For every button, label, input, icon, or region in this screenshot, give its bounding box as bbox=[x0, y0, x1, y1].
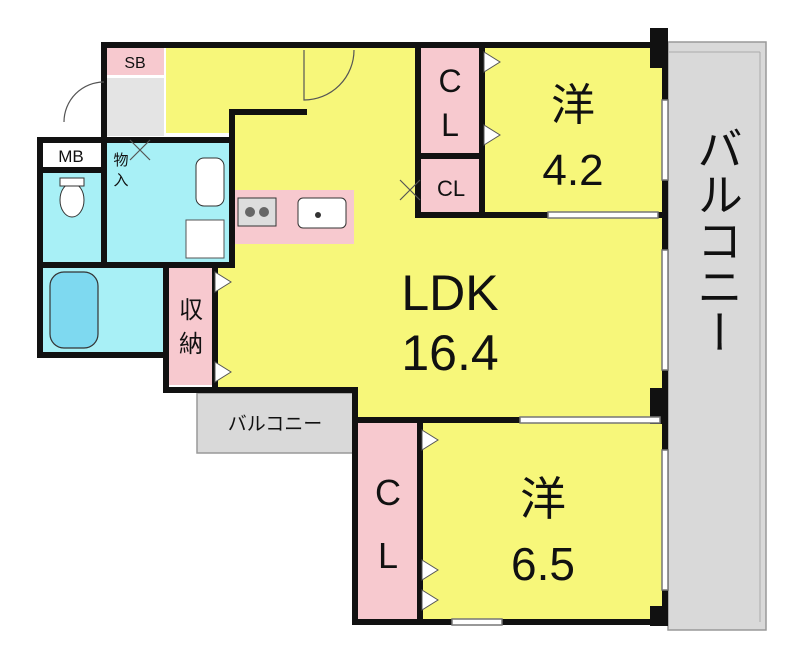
balcony-east bbox=[667, 41, 767, 631]
washer bbox=[185, 219, 225, 259]
closet-top bbox=[420, 48, 482, 155]
label-balcony-small: バルコニー bbox=[228, 414, 323, 435]
closet-doors bbox=[214, 51, 501, 611]
label-cl-top-l: L bbox=[441, 107, 459, 143]
shoe-box bbox=[106, 45, 164, 75]
ldk-room bbox=[215, 45, 665, 420]
door-swings bbox=[63, 49, 421, 201]
label-western-south-name: 洋 bbox=[520, 473, 566, 525]
label-western-north-name: 洋 bbox=[551, 81, 595, 130]
closet-south bbox=[358, 422, 418, 622]
kitchen-fixtures bbox=[237, 197, 347, 229]
label-monoire-1: 物 bbox=[113, 152, 128, 169]
storage-shuno bbox=[168, 265, 213, 385]
toilet-bowl bbox=[59, 182, 85, 218]
kitchen-sink bbox=[297, 197, 347, 229]
western-room-south bbox=[420, 422, 665, 622]
label-cl-small: CL bbox=[437, 176, 465, 201]
label-shuno-1: 収 bbox=[179, 297, 203, 324]
entrance-hall bbox=[166, 45, 306, 133]
label-sb: SB bbox=[124, 55, 145, 72]
mb-box bbox=[42, 143, 102, 170]
label-cl-top-c: C bbox=[438, 63, 461, 99]
western-room-north bbox=[480, 45, 665, 215]
label-cl-south-c: C bbox=[375, 472, 401, 513]
kitchen-counter-edge bbox=[232, 230, 354, 244]
stove bbox=[237, 197, 277, 227]
label-cl-south-l: L bbox=[378, 535, 398, 576]
label-ldk-size: 16.4 bbox=[401, 325, 498, 381]
entry-gray bbox=[106, 78, 164, 136]
label-shuno-2: 納 bbox=[179, 331, 203, 358]
closet-small bbox=[420, 158, 482, 213]
wash-basin bbox=[195, 157, 225, 207]
windows bbox=[451, 99, 669, 626]
bathtub bbox=[49, 271, 99, 349]
label-monoire-2: 入 bbox=[113, 172, 128, 189]
label-balcony-east: バルコニー bbox=[691, 125, 743, 355]
label-mb: MB bbox=[58, 147, 84, 166]
label-ldk-name: LDK bbox=[401, 265, 498, 321]
label-western-north-size: 4.2 bbox=[542, 146, 603, 195]
label-western-south-size: 6.5 bbox=[511, 538, 575, 590]
